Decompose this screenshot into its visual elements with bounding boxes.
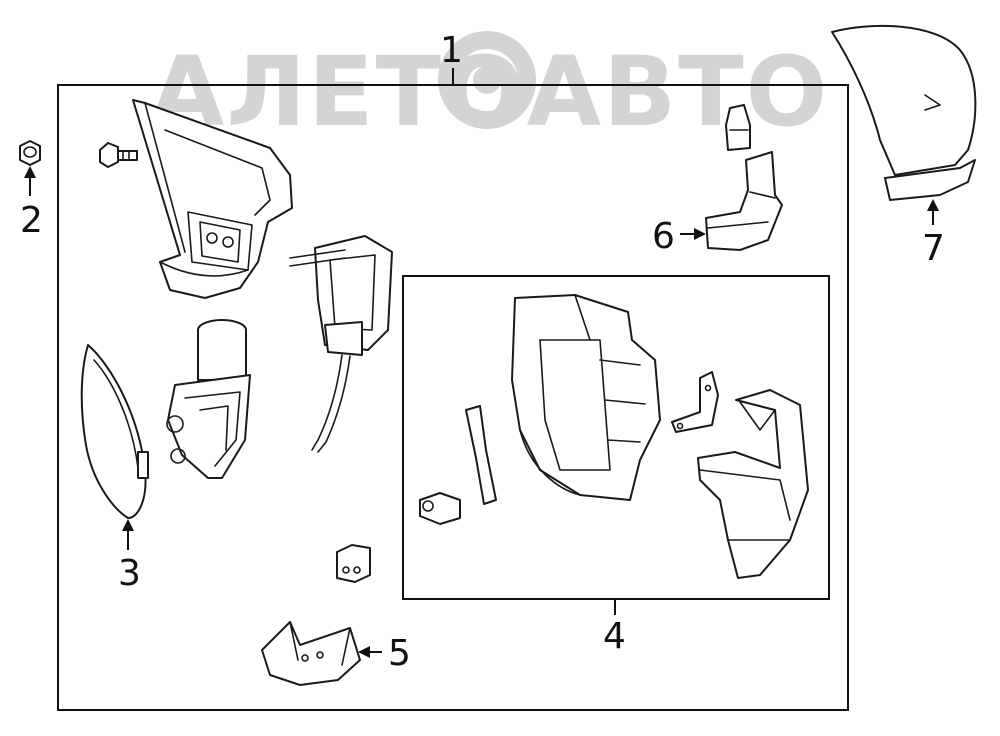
callout-4-label: 4 xyxy=(603,616,626,657)
callout-4: 4 xyxy=(603,599,626,657)
small-plug xyxy=(725,104,751,151)
part-6-turn-signal: 6 xyxy=(652,151,783,257)
callout-1-label: 1 xyxy=(440,30,463,71)
callout-5-label: 5 xyxy=(388,633,411,674)
watermark-gear-icon xyxy=(438,31,536,129)
bracket-strip xyxy=(671,371,719,433)
lower-cover xyxy=(697,389,809,579)
callout-6-label: 6 xyxy=(652,216,675,257)
small-connector xyxy=(336,544,371,583)
bolt xyxy=(99,142,138,168)
callout-7-label: 7 xyxy=(922,228,945,269)
part-5-bottom-cover: 5 xyxy=(261,621,411,686)
callout-3-label: 3 xyxy=(118,553,141,594)
callout-1: 1 xyxy=(440,30,463,85)
callout-2-label: 2 xyxy=(20,200,43,241)
actuator-motor xyxy=(166,319,251,479)
hose xyxy=(465,405,497,505)
part-7-mirror-cap: 7 xyxy=(831,25,977,269)
clip xyxy=(419,492,461,525)
part-2-nut: 2 xyxy=(19,140,43,241)
part-3-mirror-glass: 3 xyxy=(80,344,149,594)
part-4-mirror-housing xyxy=(511,294,661,501)
watermark: АЛЕТОАВТО xyxy=(150,31,827,148)
mirror-base-bracket xyxy=(132,99,293,299)
wiring-harness xyxy=(289,235,393,453)
